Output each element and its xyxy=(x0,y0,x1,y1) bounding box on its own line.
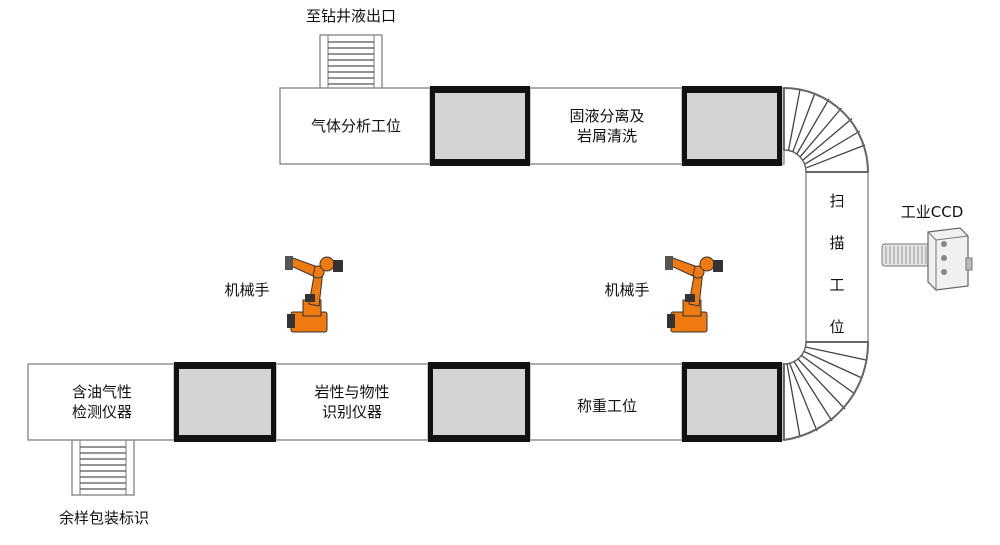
exit-ladder-conveyor xyxy=(319,34,383,90)
oil-gas-instrument-label: 含油气性 检测仪器 xyxy=(32,382,172,422)
pad-bottom-2 xyxy=(427,362,531,442)
oil-gas-line2: 检测仪器 xyxy=(71,403,132,421)
gas-analysis-station-label: 气体分析工位 xyxy=(310,117,401,135)
robot-left-label: 机械手 xyxy=(224,281,270,299)
robot-arm-icon xyxy=(285,256,343,333)
lithology-instrument-label: 岩性与物性 识别仪器 xyxy=(278,382,426,422)
sample-ladder-conveyor xyxy=(71,439,135,496)
ccd-camera-icon xyxy=(881,227,973,291)
scan-char-3: 工 xyxy=(829,276,845,294)
robot-right-label: 机械手 xyxy=(604,281,650,299)
robot-arm-icon xyxy=(665,256,723,333)
lithology-line1: 岩性与物性 xyxy=(314,383,390,401)
roller-conveyor-bottom xyxy=(783,341,870,441)
pad-top-2 xyxy=(681,86,783,166)
ccd-label: 工业CCD xyxy=(900,203,964,221)
pad-top-1 xyxy=(429,86,531,166)
pad-bottom-3 xyxy=(681,362,783,442)
oil-gas-line1: 含油气性 xyxy=(71,383,132,401)
scan-belt xyxy=(805,171,869,343)
pad-bottom-1 xyxy=(173,362,277,442)
solid-liquid-line1: 固液分离及 xyxy=(569,107,645,125)
scan-station-label: 扫 描 工 位 xyxy=(806,180,868,348)
scan-char-1: 扫 xyxy=(829,192,845,210)
sample-packaging-label: 余样包装标识 xyxy=(58,509,149,527)
solid-liquid-line2: 岩屑清洗 xyxy=(576,127,637,145)
weighing-station-label: 称重工位 xyxy=(576,397,637,415)
exit-label: 至钻井液出口 xyxy=(305,7,396,25)
lithology-line2: 识别仪器 xyxy=(321,403,382,421)
solid-liquid-station-label: 固液分离及 岩屑清洗 xyxy=(532,106,682,146)
scan-char-2: 描 xyxy=(829,234,845,252)
roller-conveyor-top xyxy=(783,87,869,173)
scan-char-4: 位 xyxy=(829,318,845,336)
